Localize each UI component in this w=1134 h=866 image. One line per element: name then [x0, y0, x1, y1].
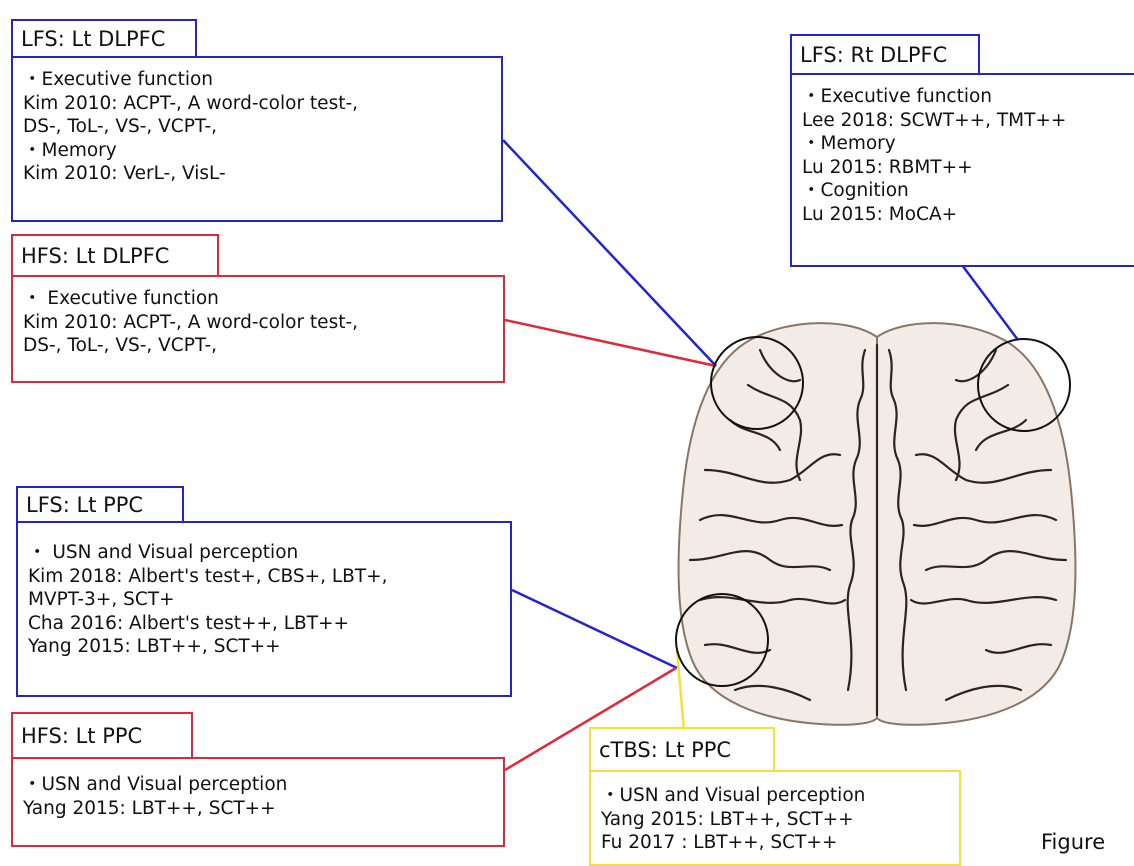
- box-line: Cha 2016: Albert's test++, LBT++: [28, 612, 350, 634]
- box-line: DS-, ToL-, VS-, VCPT-,: [23, 335, 218, 356]
- hfs-lt-dlpfc-title: HFS: Lt DLPFC: [11, 234, 219, 276]
- connector-lfs-lt-ppc: [511, 588, 678, 670]
- box-line: Kim 2018: Albert's test+, CBS+, LBT+,: [28, 565, 388, 587]
- hfs-lt-dlpfc-box: ・ Executive function Kim 2010: ACPT-, A …: [11, 275, 505, 383]
- ctbs-lt-ppc-box: ・USN and Visual perception Yang 2015: LB…: [589, 770, 961, 866]
- box-line: Lee 2018: SCWT++, TMT++: [802, 109, 1067, 131]
- box-line: Lu 2015: RBMT++: [802, 156, 973, 178]
- connector-lfs-rt-dlpfc: [960, 264, 1020, 341]
- box-line: Kim 2010: ACPT-, A word-color test-,: [23, 311, 359, 333]
- brain-shape: [677, 322, 1077, 726]
- lt-ppc-target-circle: [675, 593, 769, 687]
- box-line: ・Cognition: [802, 180, 909, 201]
- box-line: Yang 2015: LBT++, SCT++: [601, 808, 854, 830]
- connector-hfs-lt-ppc: [504, 666, 677, 772]
- box-line: Yang 2015: LBT++, SCT++: [28, 636, 281, 657]
- lt-dlpfc-target-circle: [710, 336, 804, 430]
- lfs-rt-dlpfc-box: ・Executive function Lee 2018: SCWT++, TM…: [790, 73, 1134, 267]
- lfs-lt-dlpfc-title: LFS: Lt DLPFC: [11, 19, 197, 57]
- box-line: ・ USN and Visual perception: [28, 542, 299, 563]
- rt-dlpfc-target-circle: [977, 338, 1071, 432]
- lfs-rt-dlpfc-title: LFS: Rt DLPFC: [790, 34, 980, 74]
- brain-sulci: [688, 343, 1068, 717]
- connector-lfs-lt-dlpfc: [502, 139, 717, 367]
- box-line: ・USN and Visual perception: [23, 774, 288, 795]
- hfs-lt-ppc-box: ・USN and Visual perception Yang 2015: LB…: [11, 757, 505, 847]
- box-line: ・Executive function: [802, 86, 993, 107]
- box-line: Kim 2010: ACPT-, A word-color test-,: [23, 92, 359, 114]
- ctbs-lt-ppc-title: cTBS: Lt PPC: [589, 727, 775, 771]
- box-line: ・ Executive function: [23, 288, 219, 309]
- box-line: Fu 2017 : LBT++, SCT++: [601, 832, 838, 853]
- box-line: Kim 2010: VerL-, VisL-: [23, 163, 226, 184]
- box-line: ・Executive function: [23, 69, 214, 90]
- box-line: DS-, ToL-, VS-, VCPT-,: [23, 116, 218, 137]
- box-line: Yang 2015: LBT++, SCT++: [23, 797, 276, 819]
- lfs-lt-ppc-title: LFS: Lt PPC: [16, 486, 184, 522]
- box-line: Lu 2015: MoCA+: [802, 203, 958, 225]
- box-line: MVPT-3+, SCT+: [28, 589, 175, 610]
- hfs-lt-ppc-title: HFS: Lt PPC: [11, 712, 193, 758]
- lfs-lt-ppc-box: ・ USN and Visual perception Kim 2018: Al…: [16, 521, 512, 697]
- connector-ctbs-lt-ppc: [675, 649, 687, 743]
- connector-hfs-lt-dlpfc: [504, 318, 717, 368]
- figure-label: Figure: [1041, 830, 1106, 854]
- box-line: ・USN and Visual perception: [601, 785, 866, 806]
- lfs-lt-dlpfc-box: ・Executive function Kim 2010: ACPT-, A w…: [11, 56, 503, 222]
- box-line: ・Memory: [802, 133, 896, 154]
- box-line: ・Memory: [23, 139, 117, 161]
